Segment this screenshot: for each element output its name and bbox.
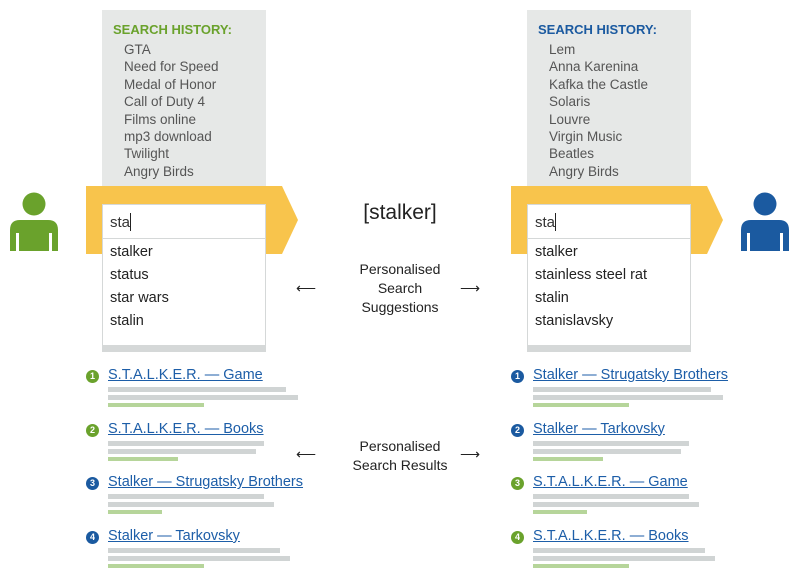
dropdown-footer — [102, 345, 266, 352]
right-search-dropdown: sta stalker stainless steel rat stalin stan… — [527, 204, 691, 352]
snippet-line — [533, 555, 715, 561]
history-item: Lem — [549, 42, 576, 57]
history-title: SEARCH HISTORY: — [113, 22, 232, 37]
dropdown-footer — [527, 345, 691, 352]
result-number-badge: 1 — [86, 370, 99, 383]
result-number-badge: 4 — [86, 530, 99, 544]
right-search-input[interactable]: sta — [528, 205, 690, 239]
history-item: Kafka the Castle — [549, 76, 649, 92]
history-item: Twilight — [124, 146, 170, 162]
suggestion-item[interactable]: stalker — [110, 244, 153, 260]
snippet-line — [108, 387, 286, 392]
snippet-line — [533, 387, 711, 392]
search-result: 4 S.T.A.L.K.E.R. — Books — [511, 528, 741, 568]
search-result: 1 S.T.A.L.K.E.R. — Game — [86, 367, 316, 407]
result-number-badge: 3 — [86, 477, 99, 491]
snippet-line — [108, 448, 256, 454]
snippet-line — [108, 555, 290, 561]
arrow-right-icon: ⟶ — [460, 280, 481, 296]
arrow-left-icon: ⟵ — [296, 446, 317, 462]
snippet-line — [533, 440, 689, 446]
result-link[interactable]: S.T.A.L.K.E.R. — Books — [533, 527, 689, 544]
suggestions-label: Personalised Search Suggestions — [359, 261, 441, 315]
snippet-line — [108, 502, 274, 508]
history-item: Louvre — [549, 111, 591, 127]
history-item: Films online — [124, 111, 197, 127]
text-caret — [555, 213, 557, 231]
url-line — [108, 403, 204, 407]
arrow-right-icon: ⟶ — [460, 446, 481, 462]
snippet-line — [108, 395, 298, 400]
history-item: Angry Birds — [124, 163, 194, 179]
snippet-line — [533, 448, 681, 454]
search-result: 1 Stalker — Strugatsky Brothers — [511, 367, 741, 407]
left-search-input[interactable]: sta — [103, 205, 265, 239]
history-item: mp3 download — [124, 129, 212, 145]
input-text: sta — [535, 214, 556, 231]
left-search-dropdown: sta stalker status star wars stalin — [102, 204, 266, 352]
results-label: Personalised Search Results — [352, 438, 448, 473]
url-line — [108, 563, 204, 568]
history-item: Call of Duty 4 — [124, 94, 206, 110]
result-number-badge: 3 — [511, 477, 524, 491]
url-line — [533, 456, 603, 461]
snippet-line — [533, 502, 699, 508]
search-result: 3 Stalker — Strugatsky Brothers — [86, 474, 316, 515]
suggestion-item[interactable]: stainless steel rat — [535, 267, 648, 283]
snippet-line — [533, 494, 689, 500]
input-text: sta — [110, 214, 131, 231]
result-number-badge: 2 — [86, 423, 99, 437]
suggestion-item[interactable]: stalin — [110, 313, 144, 329]
history-item: Solaris — [549, 94, 591, 110]
result-number-badge: 4 — [511, 530, 524, 544]
history-item: Virgin Music — [549, 129, 623, 145]
url-line — [108, 456, 178, 461]
history-item: Angry Birds — [549, 163, 619, 179]
history-item: Beatles — [549, 146, 595, 162]
history-item: GTA — [124, 42, 151, 57]
result-link[interactable]: S.T.A.L.K.E.R. — Game — [108, 367, 263, 383]
result-link[interactable]: Stalker — Tarkovsky — [533, 420, 665, 437]
result-link[interactable]: S.T.A.L.K.E.R. — Books — [108, 420, 264, 437]
snippet-line — [108, 440, 264, 446]
snippet-line — [108, 494, 264, 500]
url-line — [108, 510, 162, 515]
suggestion-item[interactable]: stalker — [535, 244, 578, 260]
result-number-badge: 2 — [511, 423, 524, 437]
suggestion-item[interactable]: stalin — [535, 290, 569, 306]
history-title: SEARCH HISTORY: — [538, 22, 657, 37]
url-line — [533, 563, 629, 568]
text-caret — [130, 213, 132, 231]
result-link[interactable]: Stalker — Strugatsky Brothers — [533, 367, 729, 383]
blue-user-icon — [741, 192, 789, 251]
result-link[interactable]: Stalker — Strugatsky Brothers — [108, 474, 304, 491]
search-result: 2 S.T.A.L.K.E.R. — Books — [86, 421, 316, 461]
search-result: 4 Stalker — Tarkovsky — [86, 528, 316, 568]
result-number-badge: 1 — [511, 370, 524, 383]
result-link[interactable]: Stalker — Tarkovsky — [108, 527, 240, 544]
search-result: 2 Stalker — Tarkovsky — [511, 421, 741, 461]
search-result: 3 S.T.A.L.K.E.R. — Game — [511, 474, 741, 515]
history-item: Medal of Honor — [124, 76, 217, 92]
suggestion-item[interactable]: status — [110, 267, 149, 283]
result-link[interactable]: S.T.A.L.K.E.R. — Game — [533, 474, 688, 491]
suggestion-item[interactable]: stanislavsky — [535, 313, 614, 329]
history-item: Anna Karenina — [549, 59, 639, 75]
url-line — [533, 403, 629, 407]
green-user-icon — [10, 192, 58, 251]
suggestion-item[interactable]: star wars — [110, 290, 169, 306]
url-line — [533, 510, 587, 515]
snippet-line — [533, 395, 723, 400]
snippet-line — [108, 547, 280, 553]
snippet-line — [533, 547, 705, 553]
arrow-left-icon: ⟵ — [296, 280, 317, 296]
query-label: [stalker] — [363, 201, 437, 224]
history-item: Need for Speed — [124, 59, 219, 75]
